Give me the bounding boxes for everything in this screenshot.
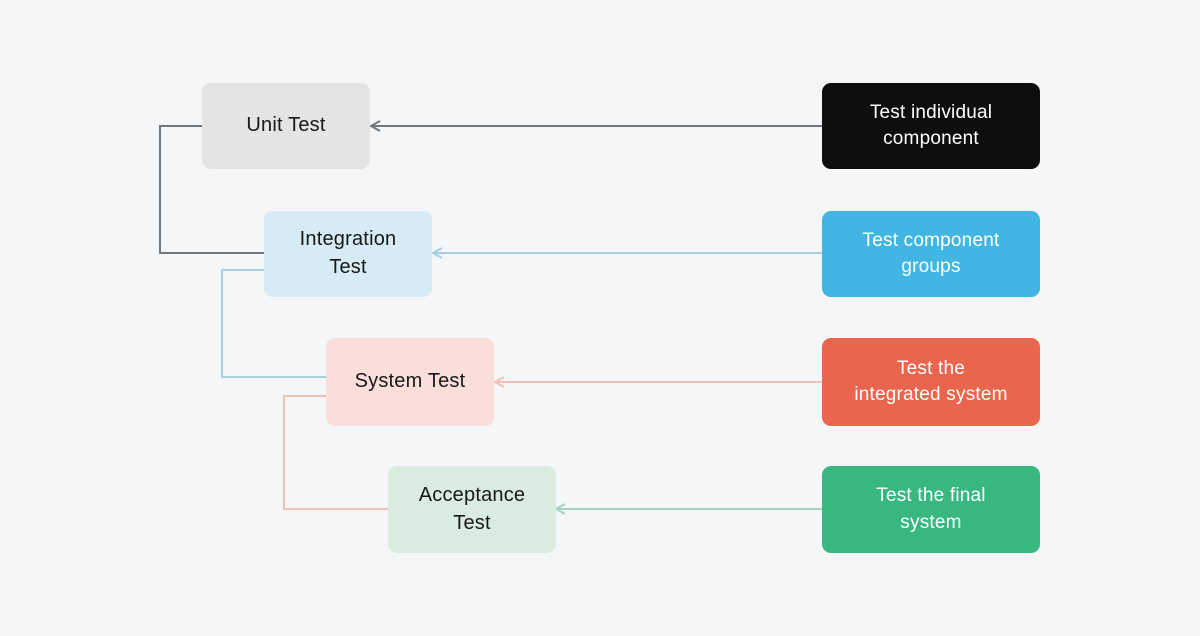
arrow-final-to-acceptance (553, 503, 822, 515)
description-box-acceptance-test: Test the final system (822, 466, 1040, 553)
stage-box-integration-test: Integration Test (264, 211, 432, 297)
description-box-system-test: Test the integrated system (822, 338, 1040, 426)
stage-box-acceptance-test: Acceptance Test (388, 466, 556, 553)
description-box-integration-test: Test component groups (822, 211, 1040, 297)
description-box-unit-test: Test individual component (822, 83, 1040, 169)
connector-unit-to-integration (159, 125, 264, 254)
arrow-groups-to-integration (430, 247, 822, 259)
arrow-integrated-to-system (492, 376, 822, 388)
stage-box-system-test: System Test (326, 338, 494, 426)
stage-box-unit-test: Unit Test (202, 83, 370, 169)
connector-integration-to-system (221, 269, 326, 378)
arrow-individual-to-unit (368, 120, 822, 132)
connector-system-to-acceptance (283, 395, 388, 510)
